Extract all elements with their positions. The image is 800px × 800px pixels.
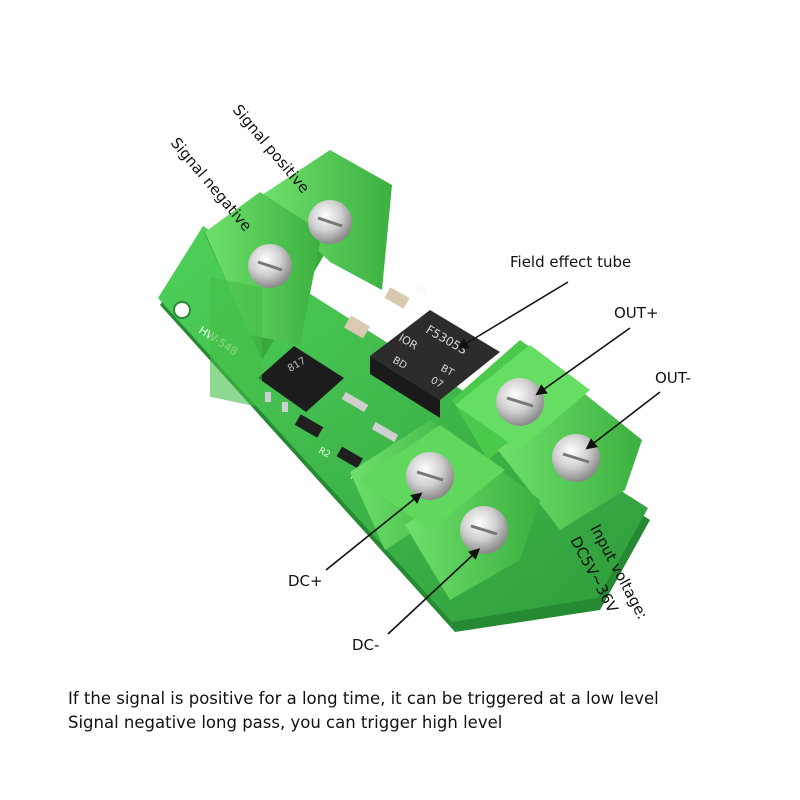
dc-input-terminal-block — [350, 420, 540, 600]
label-out-minus: OUT- — [655, 369, 691, 387]
annotation-arrows — [325, 281, 661, 635]
mounting-hole — [173, 301, 191, 319]
arrow-dc-minus — [387, 548, 481, 635]
arrow-field-effect-tube — [457, 281, 569, 349]
svg-text:D1: D1 — [414, 284, 430, 299]
arrow-out-plus — [535, 327, 631, 396]
caption-line-2: Signal negative long pass, you can trigg… — [68, 713, 503, 732]
optocoupler-chip: 817 — [258, 346, 344, 412]
arrow-dc-plus — [325, 492, 423, 571]
label-dc-plus: DC+ — [288, 572, 323, 590]
output-terminal-block — [452, 340, 642, 530]
signal-terminal-block — [204, 150, 392, 408]
arrow-out-minus — [585, 391, 661, 450]
label-signal-positive: Signal positive — [229, 101, 313, 197]
label-dc-minus: DC- — [352, 636, 380, 654]
label-signal-negative: Signal negative — [167, 134, 256, 235]
caption-line-1: If the signal is positive for a long tim… — [68, 689, 659, 708]
mosfet: IOR F5305S BD BT 07 — [341, 310, 500, 442]
label-out-plus: OUT+ — [614, 304, 659, 322]
label-field-effect-tube: Field effect tube — [510, 253, 632, 271]
